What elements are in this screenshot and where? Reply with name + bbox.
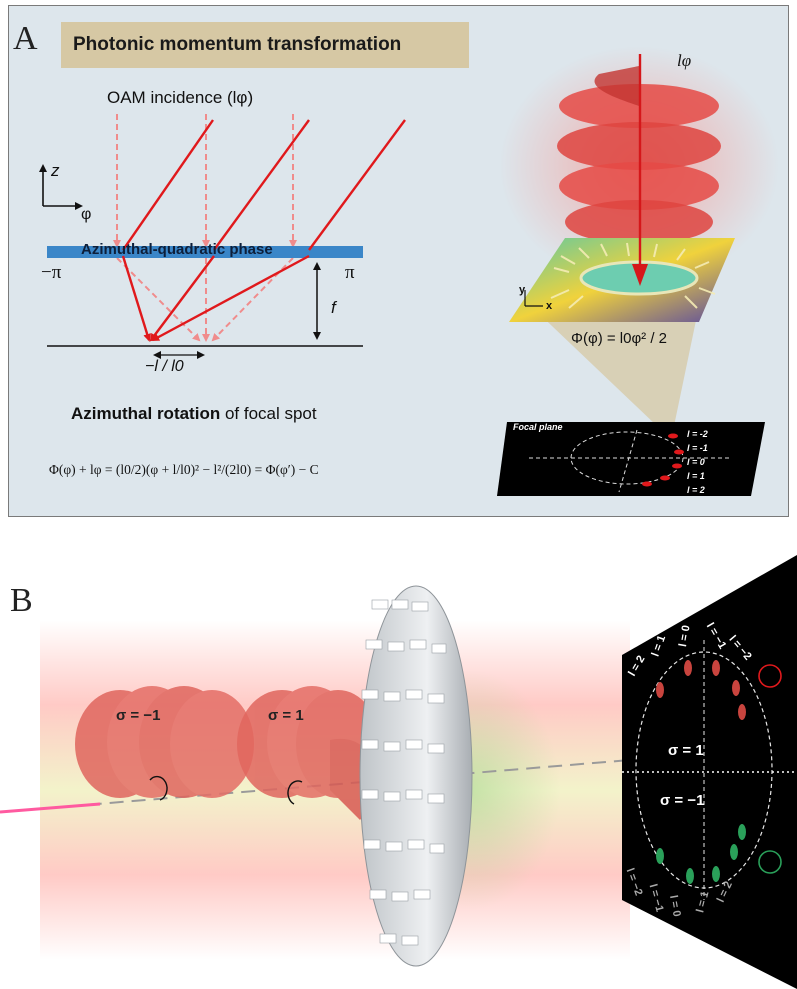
focal-order-label: l = 0 xyxy=(687,457,705,467)
phi-axis-label: φ xyxy=(81,206,92,223)
screen-sigma-neg-label: σ = −1 xyxy=(660,792,705,809)
central-ray-head xyxy=(632,264,648,286)
rotation-caption-rest: of focal spot xyxy=(220,404,317,423)
sigma-neg-label: σ = −1 xyxy=(116,707,161,724)
sigma-pos-label: σ = 1 xyxy=(268,707,304,724)
oam-incidence-label: OAM incidence (lφ) xyxy=(107,88,254,107)
screen-green-spots xyxy=(656,824,746,884)
screen-red-spots xyxy=(656,660,746,720)
pi-label: π xyxy=(345,262,355,283)
metasurface-pillars xyxy=(361,599,447,946)
phase-plate-label: Azimuthal-quadratic phase xyxy=(81,241,273,258)
ray-schematic xyxy=(39,114,406,359)
panel-a-letter: A xyxy=(13,20,38,57)
rotation-arrow-cw xyxy=(287,780,303,805)
plate-x-label: x xyxy=(546,300,553,312)
panel-a: A Photonic momentum transformation xyxy=(8,5,789,517)
projection-cone xyxy=(531,306,699,426)
helix-label: lφ xyxy=(677,51,692,70)
plate-y-label: y xyxy=(519,284,526,296)
minus-pi-label: −π xyxy=(41,262,62,283)
metasurface-illustration xyxy=(497,46,779,496)
oblique-incident-ray xyxy=(213,119,310,251)
focal-length-label: f xyxy=(331,298,336,317)
plate-stripes xyxy=(550,242,716,309)
panel-a-title: Photonic momentum transformation xyxy=(73,34,402,55)
refracted-ray xyxy=(149,255,215,342)
oblique-incident-ray xyxy=(122,119,214,251)
focal-spots xyxy=(642,433,684,487)
rotation-caption: Azimuthal rotation of focal spot xyxy=(71,404,317,424)
focal-order-label: l = 2 xyxy=(687,485,705,495)
shift-label: −l / l0 xyxy=(145,358,184,375)
focal-plane-title: Focal plane xyxy=(513,422,563,432)
helical-wavefront-sigma-pos xyxy=(237,686,380,820)
red-polarization-icon xyxy=(758,664,782,688)
oblique-incident-ray xyxy=(308,119,406,251)
focal-order-label: l = 1 xyxy=(687,471,705,481)
metasurface-disk xyxy=(359,585,473,967)
incident-beam-segment xyxy=(0,802,101,814)
focal-order-label: l = -1 xyxy=(687,443,708,453)
focal-order-label: l = -2 xyxy=(687,429,708,439)
rotation-arrow-ccw xyxy=(149,775,168,801)
refracted-ray xyxy=(151,254,310,342)
detector-screen xyxy=(622,555,797,989)
momentum-equation: Φ(φ) + lφ = (l0/2)(φ + l/l0)² − l²/(2l0)… xyxy=(49,462,319,477)
panel-b-letter: B xyxy=(10,582,33,619)
dashed-refracted-ray xyxy=(211,257,294,342)
phase-equation: Φ(φ) = l0φ² / 2 xyxy=(571,330,668,347)
phase-plate xyxy=(47,246,363,258)
rotation-caption-bold: Azimuthal rotation xyxy=(71,404,221,423)
screen-sigma-pos-label: σ = 1 xyxy=(668,742,704,759)
helical-wavefront-sigma-neg xyxy=(75,686,254,798)
green-polarization-icon xyxy=(758,850,782,874)
refracted-ray xyxy=(121,255,152,342)
z-axis-label: z xyxy=(51,161,60,180)
focal-plane-screen xyxy=(497,422,765,496)
panel-a-title-box: Photonic momentum transformation xyxy=(61,22,469,68)
